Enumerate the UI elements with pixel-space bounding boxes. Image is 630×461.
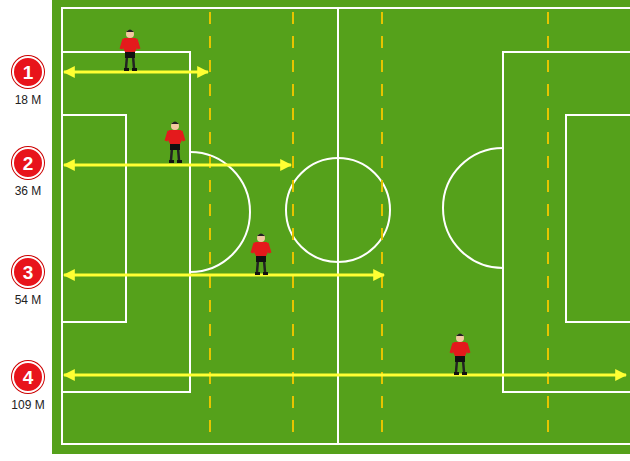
callout-circle: 3 (12, 256, 44, 288)
callout-number: 2 (23, 154, 34, 173)
callout-number: 4 (23, 368, 34, 387)
callout-marker: 1 18 M (4, 56, 52, 107)
distance-label: 18 M (4, 93, 52, 107)
distance-label: 36 M (4, 184, 52, 198)
callout-circle: 4 (12, 361, 44, 393)
callout-number: 1 (23, 63, 34, 82)
callout-circle: 1 (12, 56, 44, 88)
distance-label: 54 M (4, 293, 52, 307)
callout-marker: 4 109 M (4, 361, 52, 412)
callout-circle: 2 (12, 147, 44, 179)
callout-number: 3 (23, 263, 34, 282)
callout-marker: 2 36 M (4, 147, 52, 198)
callout-marker: 3 54 M (4, 256, 52, 307)
distance-label: 109 M (4, 398, 52, 412)
